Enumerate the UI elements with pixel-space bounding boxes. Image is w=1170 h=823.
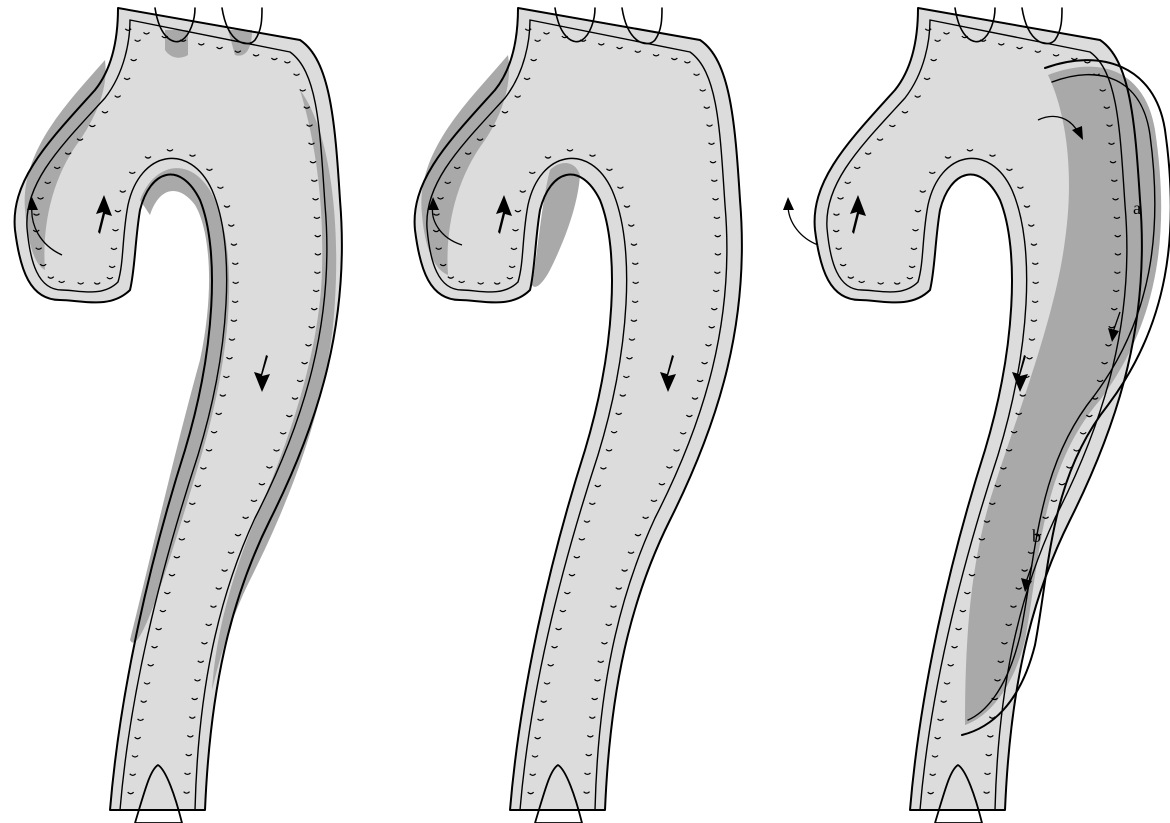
panel-2 (415, 8, 742, 823)
panel-1 (15, 8, 342, 823)
reentry-arrowhead (783, 197, 794, 210)
reentry-arrow (788, 205, 818, 245)
panel-3: a b (783, 8, 1170, 823)
label-b: b (1032, 526, 1041, 546)
label-a: a (1133, 198, 1141, 218)
